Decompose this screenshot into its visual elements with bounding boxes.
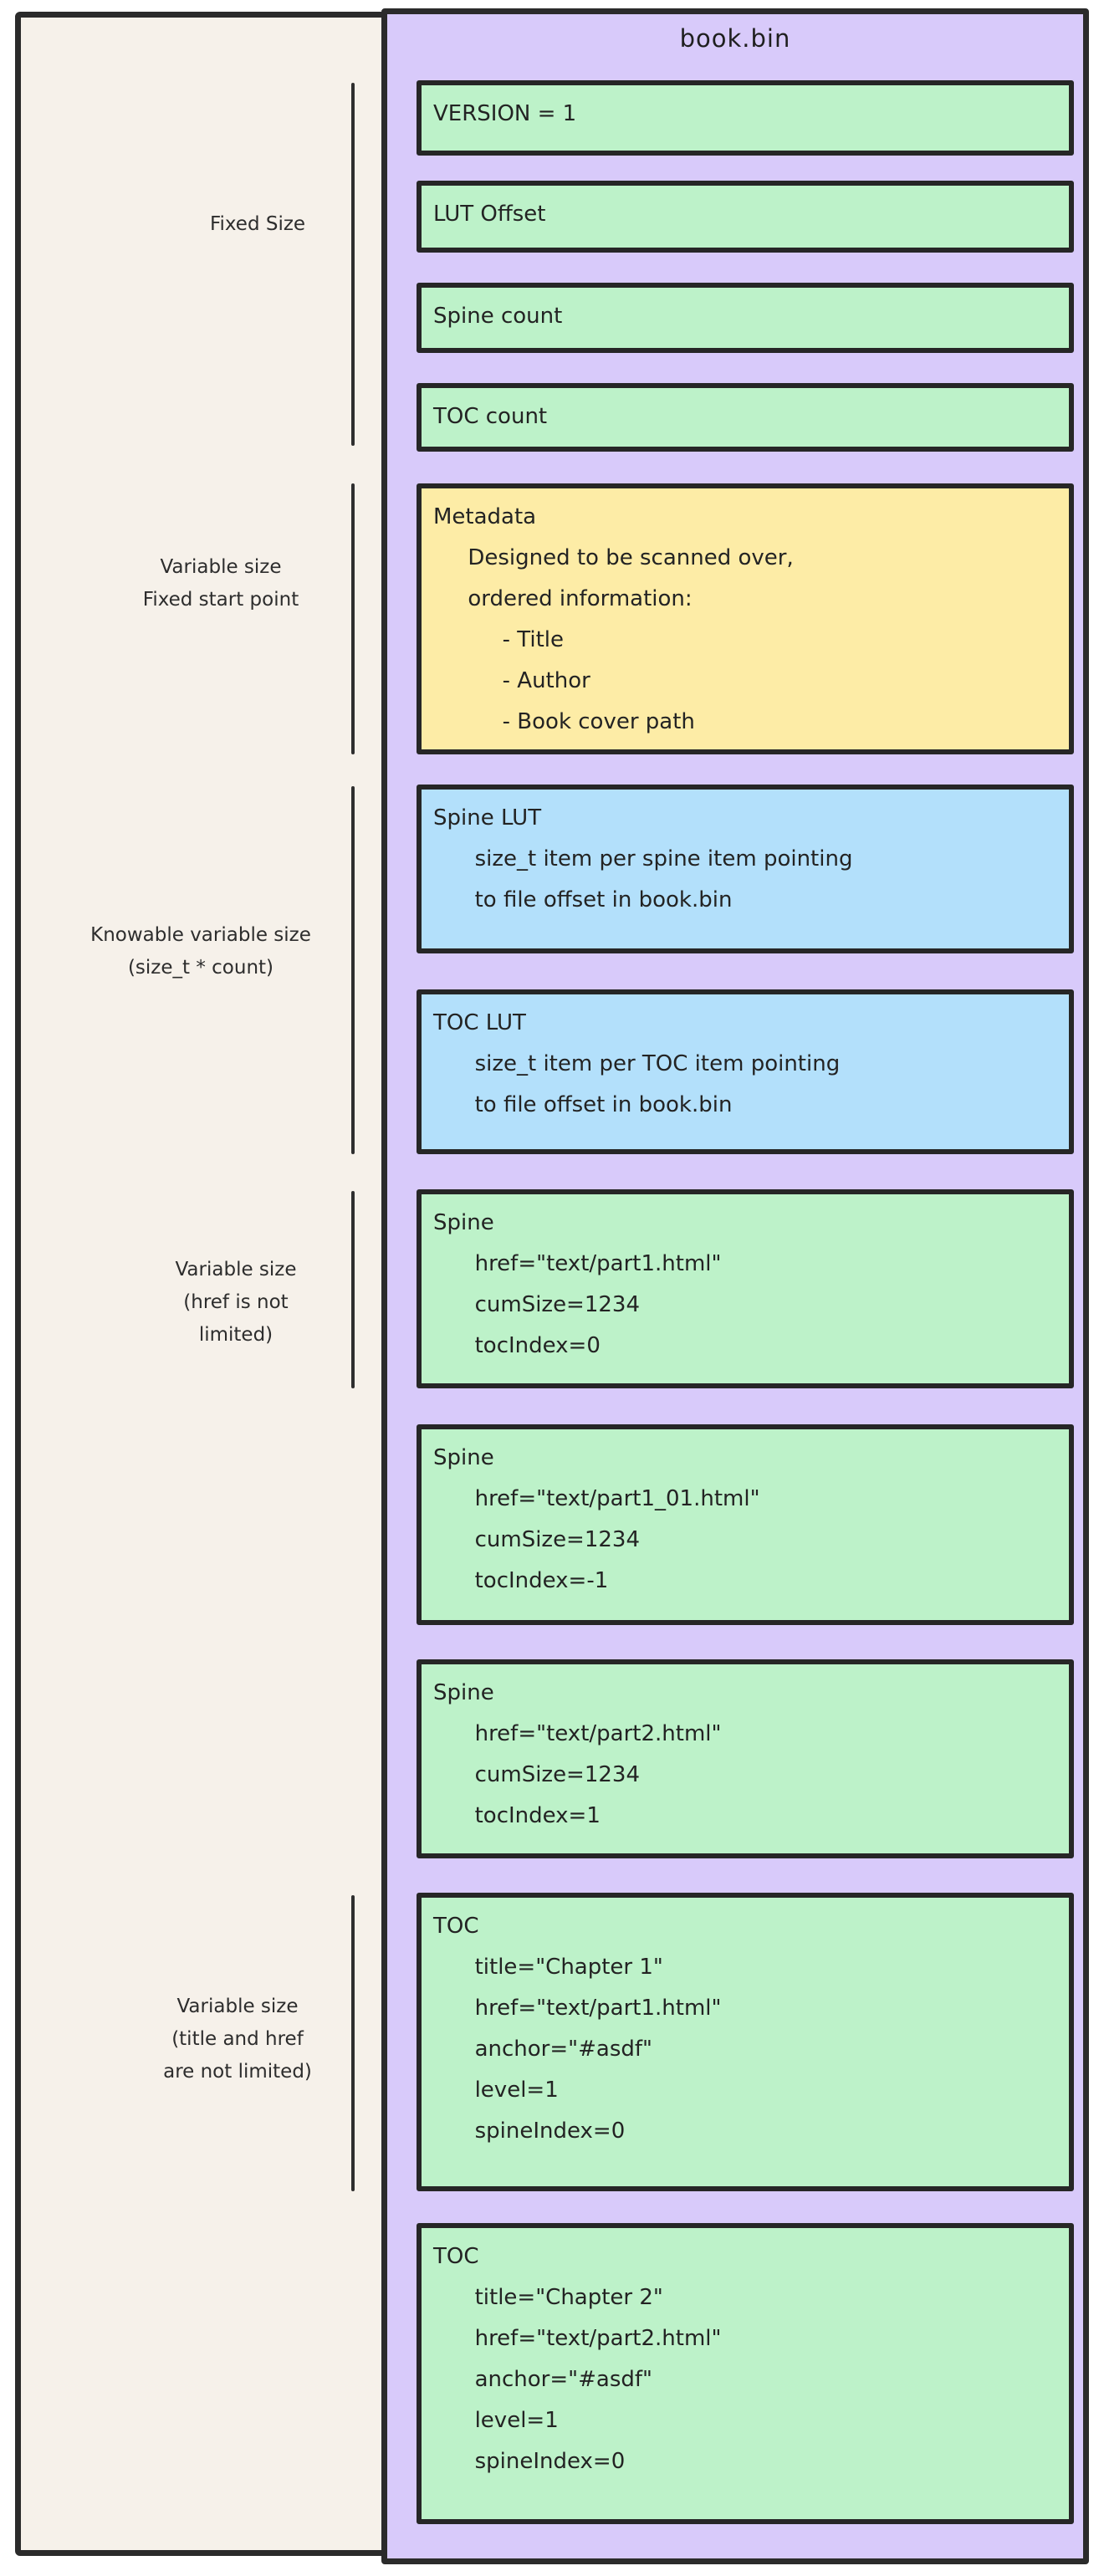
block-spine-lut: Spine LUT size_t item per spine item poi… — [417, 785, 1074, 953]
block-text-line: href="text/part1_01.html" — [433, 1486, 760, 1511]
block-toc-lut: TOC LUT size_t item per TOC item pointin… — [417, 989, 1074, 1154]
block-spine-count: Spine count — [417, 283, 1074, 353]
span-bracket-fixed-size — [351, 83, 355, 446]
block-text-line: TOC — [433, 1914, 479, 1939]
block-text-line: Spine — [433, 1680, 494, 1705]
block-text-line: level=1 — [433, 2408, 559, 2433]
side-label-line: (size_t * count) — [127, 957, 274, 979]
block-text-line: size_t item per TOC item pointing — [433, 1051, 841, 1076]
side-label-line: Variable size — [176, 1996, 299, 2017]
block-text-line: Metadata — [433, 504, 537, 529]
side-label-fixed-size: Fixed Size — [107, 208, 408, 241]
block-text-line: tocIndex=1 — [433, 1803, 601, 1828]
side-label-variable-size-title-href: Variable size (title and href are not limi… — [87, 1991, 388, 2088]
block-spine-3: Spine href="text/part2.html" cumSize=123… — [417, 1659, 1074, 1858]
block-text-line: Spine LUT — [433, 805, 542, 831]
block-text-line: TOC LUT — [433, 1010, 526, 1035]
block-metadata: Metadata Designed to be scanned over, or… — [417, 483, 1074, 754]
block-text-line: spineIndex=0 — [433, 2449, 626, 2474]
side-label-variable-size-href: Variable size (href is not limited) — [85, 1254, 386, 1352]
block-text-line: Spine — [433, 1445, 494, 1470]
side-label-line: Variable size — [175, 1259, 297, 1280]
block-toc-1: TOC title="Chapter 1" href="text/part1.h… — [417, 1893, 1074, 2191]
block-version: VERSION = 1 — [417, 80, 1074, 156]
block-text-line: cumSize=1234 — [433, 1762, 641, 1787]
block-text-line: level=1 — [433, 2078, 559, 2103]
block-text-line: tocIndex=-1 — [433, 1568, 609, 1593]
block-text-line: - Book cover path — [433, 709, 695, 734]
block-text-line: Designed to be scanned over, — [433, 545, 794, 570]
block-text-line: to file offset in book.bin — [433, 887, 733, 912]
block-text-line: href="text/part2.html" — [433, 2326, 722, 2351]
block-lut-offset: LUT Offset — [417, 181, 1074, 253]
block-text-line: VERSION = 1 — [433, 101, 577, 126]
file-title: book.bin — [679, 24, 791, 53]
block-text-line: tocIndex=0 — [433, 1333, 601, 1358]
block-text-line: anchor="#asdf" — [433, 2367, 652, 2392]
block-toc-count: TOC count — [417, 383, 1074, 452]
block-text-line: Spine — [433, 1210, 494, 1235]
block-text-line: TOC count — [433, 404, 548, 429]
block-text-line: Spine count — [433, 304, 563, 329]
block-text-line: - Title — [433, 627, 565, 652]
span-bracket-variable-fixed-start — [351, 483, 355, 754]
side-label-line: Variable size — [160, 556, 282, 578]
span-bracket-variable-size-title-href — [351, 1895, 355, 2191]
block-text-line: cumSize=1234 — [433, 1527, 641, 1552]
side-label-knowable-variable-size: Knowable variable size (size_t * count) — [50, 919, 351, 984]
block-text-line: - Author — [433, 668, 590, 693]
block-text-line: to file offset in book.bin — [433, 1092, 733, 1117]
block-text-line: title="Chapter 1" — [433, 1955, 663, 1980]
side-label-line: Knowable variable size — [90, 924, 311, 946]
block-text-line: cumSize=1234 — [433, 1292, 641, 1317]
span-bracket-knowable-variable-size — [351, 786, 355, 1154]
block-text-line: href="text/part1.html" — [433, 1251, 722, 1276]
block-spine-2: Spine href="text/part1_01.html" cumSize=… — [417, 1424, 1074, 1625]
block-text-line: size_t item per spine item pointing — [433, 846, 853, 871]
block-text-line: title="Chapter 2" — [433, 2285, 663, 2310]
side-label-line: limited) — [198, 1324, 273, 1346]
side-label-line: Fixed Size — [209, 213, 306, 235]
block-text-line: href="text/part2.html" — [433, 1721, 722, 1746]
block-text-line: spineIndex=0 — [433, 2119, 626, 2144]
block-spine-1: Spine href="text/part1.html" cumSize=123… — [417, 1189, 1074, 1388]
block-toc-2: TOC title="Chapter 2" href="text/part2.h… — [417, 2223, 1074, 2524]
side-label-line: (href is not — [183, 1291, 289, 1313]
block-text-line: ordered information: — [433, 586, 693, 611]
side-label-line: Fixed start point — [142, 589, 299, 611]
block-text-line: TOC — [433, 2244, 479, 2269]
side-label-line: (title and href — [171, 2028, 304, 2050]
block-text-line: anchor="#asdf" — [433, 2037, 652, 2062]
block-text-line: LUT Offset — [433, 202, 546, 227]
block-text-line: href="text/part1.html" — [433, 1996, 722, 2021]
side-label-line: are not limited) — [163, 2061, 312, 2083]
span-bracket-variable-size-href — [351, 1191, 355, 1388]
